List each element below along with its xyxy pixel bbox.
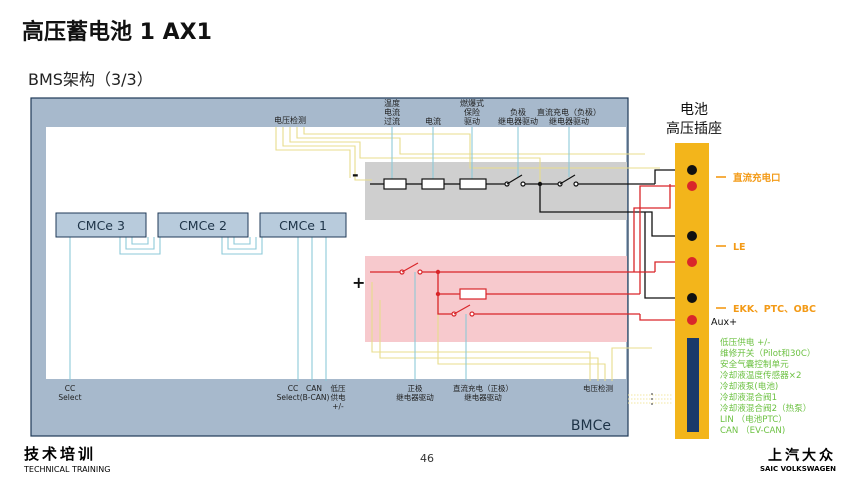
legend-item: 冷却液混合阀2（热泵） xyxy=(720,402,811,414)
page-number: 46 xyxy=(420,452,434,465)
cmce-3-module xyxy=(55,212,147,238)
label-cc-select: Select xyxy=(58,393,81,402)
aux-plus-label: Aux+ xyxy=(711,317,737,328)
output-dc-charge-port: 直流充电口 xyxy=(733,172,781,184)
label-dc-charge-pos-driver: 继电器驱动 xyxy=(464,392,502,402)
label-pyro-driver: 驱动 xyxy=(464,116,480,126)
aux-fuse xyxy=(459,288,487,300)
minus-sign: - xyxy=(352,165,359,184)
label-lv: 低压 xyxy=(331,383,346,393)
legend-item: 冷却液混合阀1 xyxy=(720,391,777,403)
pin-le-pos xyxy=(687,257,697,267)
label-pos-relay: 正极 xyxy=(408,383,423,393)
connector-title-line1: 电池 xyxy=(680,102,708,118)
label-lv-supply: 供电 xyxy=(331,392,346,402)
lv-connector-pins xyxy=(687,338,699,432)
label-pos-relay-driver: 继电器驱动 xyxy=(396,392,434,402)
cmce-1-module xyxy=(259,212,347,238)
label-dc-charge-neg-driver: 继电器驱动 xyxy=(549,116,589,126)
footer-technical-training: 技术培训 TECHNICAL TRAINING xyxy=(24,443,110,474)
footer-right-en: SAIC VOLKSWAGEN xyxy=(759,465,836,473)
current-shunt xyxy=(421,178,445,190)
legend-item: 冷却液温度传感器×2 xyxy=(720,369,801,381)
dc-charge-neg-relay-switch xyxy=(557,174,579,187)
output-le: LE xyxy=(733,242,746,253)
label-lv-polarity: +/- xyxy=(332,402,344,411)
relay-driver-wires xyxy=(391,127,570,381)
pin-dc-charge-pos xyxy=(687,181,697,191)
bmce-label: BMCe xyxy=(571,418,611,434)
label-dc-charge-pos: 直流充电（正极） xyxy=(453,383,513,393)
legend-item: 安全气囊控制单元 xyxy=(720,358,789,370)
legend-item: CAN （EV-CAN) xyxy=(720,425,785,436)
voltage-detect-wires-top xyxy=(275,127,660,182)
footer-right-cn: 上汽大众 xyxy=(768,448,836,464)
label-neg-relay-driver: 继电器驱动 xyxy=(498,116,538,126)
pin-le-neg xyxy=(687,231,697,241)
ellipsis-dots xyxy=(651,393,653,405)
positive-relay-switch xyxy=(399,262,423,275)
connector-pins xyxy=(687,165,697,325)
positive-zone xyxy=(365,256,627,342)
label-temp: 温度 xyxy=(384,98,400,108)
dc-charge-pos-relay-switch xyxy=(451,304,475,317)
cmce-2-label: CMCe 2 xyxy=(179,218,227,233)
label-voltage-detect-bottom: 电压检测 xyxy=(583,383,613,393)
cmce-3-label: CMCe 3 xyxy=(77,218,125,233)
label-dc-charge-neg: 直流充电（负极） xyxy=(537,107,601,117)
module-wires xyxy=(69,237,327,381)
pyro-fuse xyxy=(459,178,487,190)
cmce-2-module xyxy=(157,212,249,238)
cmce-1-label: CMCe 1 xyxy=(279,218,327,233)
pin-dc-charge-neg xyxy=(687,165,697,175)
junction-dot xyxy=(435,291,441,297)
legend-item: 冷却液泵(电池) xyxy=(720,380,778,392)
footer-saic-vw: 上汽大众 SAIC VOLKSWAGEN xyxy=(760,445,836,473)
label-cc-2: CC xyxy=(288,384,298,393)
pin-ekk-neg xyxy=(687,293,697,303)
label-current: 电流 xyxy=(425,116,441,126)
output-ekk-ptc-obc: EKK、PTC、OBC xyxy=(733,304,816,315)
label-temp-current: 电流 xyxy=(384,107,400,117)
pin-ekk-pos xyxy=(687,315,697,325)
lv-signal-legend: 低压供电 +/- 维修开关（Pilot和30C） 安全气囊控制单元 冷却液温度传… xyxy=(720,336,816,436)
connector-title-line2: 高压插座 xyxy=(666,120,722,137)
label-can: CAN xyxy=(306,384,322,393)
legend-item: 维修开关（Pilot和30C） xyxy=(720,347,816,359)
label-temp-overcurrent: 过流 xyxy=(384,116,400,126)
footer-left-en: TECHNICAL TRAINING xyxy=(24,465,111,474)
page-subtitle: BMS架构（3/3） xyxy=(28,70,153,89)
negative-zone xyxy=(365,162,627,220)
plus-sign: + xyxy=(352,273,365,292)
voltage-detect-wires-bottom xyxy=(371,282,652,381)
lv-signal-links xyxy=(628,394,672,404)
output-dashes xyxy=(716,176,726,309)
legend-item: 低压供电 +/- xyxy=(720,336,770,348)
page-title: 高压蓄电池 1 AX1 xyxy=(22,20,212,45)
label-neg-relay: 负极 xyxy=(510,107,526,117)
current-sensor-fuse xyxy=(383,178,407,190)
legend-item: LIN （电池PTC） xyxy=(720,413,787,425)
label-pyro: 燃爆式 xyxy=(460,98,484,108)
label-cc-select-bcan: Select(B-CAN) xyxy=(277,393,330,402)
label-pyro-fuse: 保险 xyxy=(464,107,480,117)
footer-left-cn: 技术培训 xyxy=(24,445,97,463)
junction-dot xyxy=(537,181,543,187)
label-voltage-detect-top: 电压检测 xyxy=(274,115,306,125)
junction-dot xyxy=(435,269,441,275)
negative-relay-switch xyxy=(504,174,526,187)
label-cc: CC xyxy=(65,384,75,393)
